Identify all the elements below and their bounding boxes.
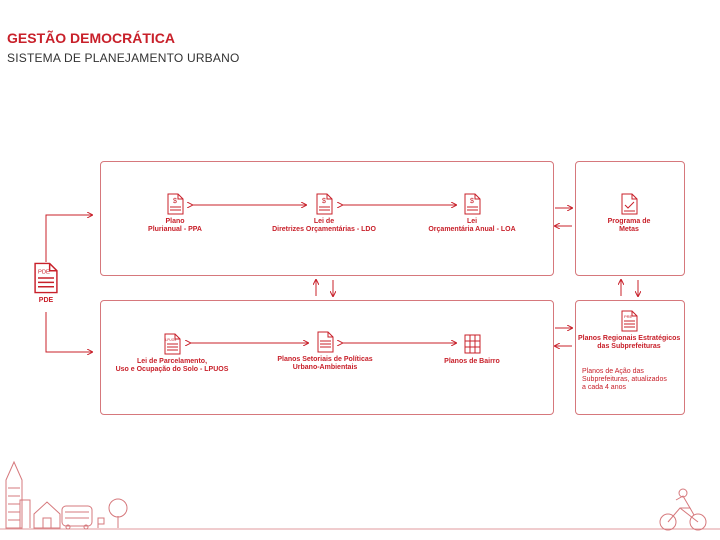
setoriais-label: Planos Setoriais de Políticas Urbano-Amb…: [266, 356, 384, 372]
bairro-label-line1: Planos de Bairro: [444, 358, 500, 365]
loa-document-icon: $: [464, 193, 480, 215]
pde-icon-text: PDE: [38, 270, 50, 276]
setoriais-node[interactable]: Planos Setoriais de Políticas Urbano-Amb…: [266, 331, 384, 372]
setoriais-label-line2: Urbano-Ambientais: [292, 364, 358, 371]
loa-label-line2: Orçamentária Anual - LOA: [428, 226, 516, 233]
urban-plans-box: [100, 300, 554, 415]
regional-action-note: Planos de Ação das Subprefeituras, atual…: [582, 368, 680, 392]
lpuos-label-line1: Lei de Parcelamento,: [136, 358, 208, 365]
bairro-label: Planos de Bairro: [432, 358, 512, 366]
regional-plans-node[interactable]: PRE Planos Regionais Estratégicos das Su…: [578, 310, 680, 351]
city-scenery-illustration: [0, 460, 720, 531]
ldo-label-line2: Diretrizes Orçamentárias - LDO: [272, 226, 376, 233]
regional-plans-label-line2: das Subprefeituras: [597, 343, 661, 350]
pde-label: PDE: [38, 297, 54, 304]
regional-note-line3: a cada 4 anos: [582, 384, 626, 391]
pde-document-icon: PDE: [34, 262, 58, 294]
regional-plans-label-line1: Planos Regionais Estratégicos: [578, 335, 681, 342]
loa-label-line1: Lei: [466, 218, 478, 225]
ppa-node[interactable]: $ Plano Plurianual - PPA: [135, 193, 215, 234]
lpuos-node[interactable]: LPUOS Lei de Parcelamento, Uso e Ocupaçã…: [110, 333, 234, 374]
programa-metas-label-line1: Programa de: [607, 218, 651, 225]
ppa-document-icon: $: [167, 193, 183, 215]
ldo-label-line1: Lei de: [313, 218, 335, 225]
regional-note-line1: Planos de Ação das: [582, 368, 644, 375]
setoriais-document-icon: [317, 331, 333, 353]
map-grid-icon: [464, 334, 480, 354]
ppa-label-line2: Plurianual - PPA: [148, 226, 202, 233]
ppa-label: Plano Plurianual - PPA: [135, 218, 215, 234]
page-subtitle: SISTEMA DE PLANEJAMENTO URBANO: [7, 51, 240, 65]
page-title: GESTÃO DEMOCRÁTICA: [7, 30, 175, 46]
ppa-icon-text: $: [173, 198, 177, 205]
pde-to-top-arrow: [45, 215, 92, 262]
lpuos-icon-text: LPUOS: [165, 338, 176, 342]
regional-note-line2: Subprefeituras, atualizados: [582, 376, 667, 383]
pde-node[interactable]: PDE PDE: [28, 262, 64, 305]
bairro-node[interactable]: Planos de Bairro: [432, 333, 512, 366]
ldo-label: Lei de Diretrizes Orçamentárias - LDO: [262, 218, 386, 234]
programa-metas-node[interactable]: Programa de Metas: [585, 193, 673, 234]
pre-document-icon: PRE: [621, 310, 637, 332]
ldo-node[interactable]: $ Lei de Diretrizes Orçamentárias - LDO: [262, 193, 386, 234]
ldo-icon-text: $: [322, 198, 326, 205]
lpuos-label-line2: Uso e Ocupação do Solo - LPUOS: [115, 366, 229, 373]
ppa-label-line1: Plano: [165, 218, 185, 225]
programa-metas-label: Programa de Metas: [585, 218, 673, 234]
regional-plans-label: Planos Regionais Estratégicos das Subpre…: [578, 335, 680, 351]
budget-plans-box: [100, 161, 554, 276]
loa-label: Lei Orçamentária Anual - LOA: [420, 218, 524, 234]
programa-metas-document-icon: [621, 193, 637, 215]
programa-metas-label-line2: Metas: [619, 226, 639, 233]
lpuos-document-icon: LPUOS: [164, 333, 180, 355]
ldo-document-icon: $: [316, 193, 332, 215]
pde-to-bottom-arrow: [45, 312, 92, 352]
lpuos-label: Lei de Parcelamento, Uso e Ocupação do S…: [110, 358, 234, 374]
pre-icon-text: PRE: [624, 314, 633, 319]
loa-icon-text: $: [470, 198, 474, 205]
programa-metas-box: [575, 161, 685, 276]
loa-node[interactable]: $ Lei Orçamentária Anual - LOA: [420, 193, 524, 234]
setoriais-label-line1: Planos Setoriais de Políticas: [277, 356, 373, 363]
